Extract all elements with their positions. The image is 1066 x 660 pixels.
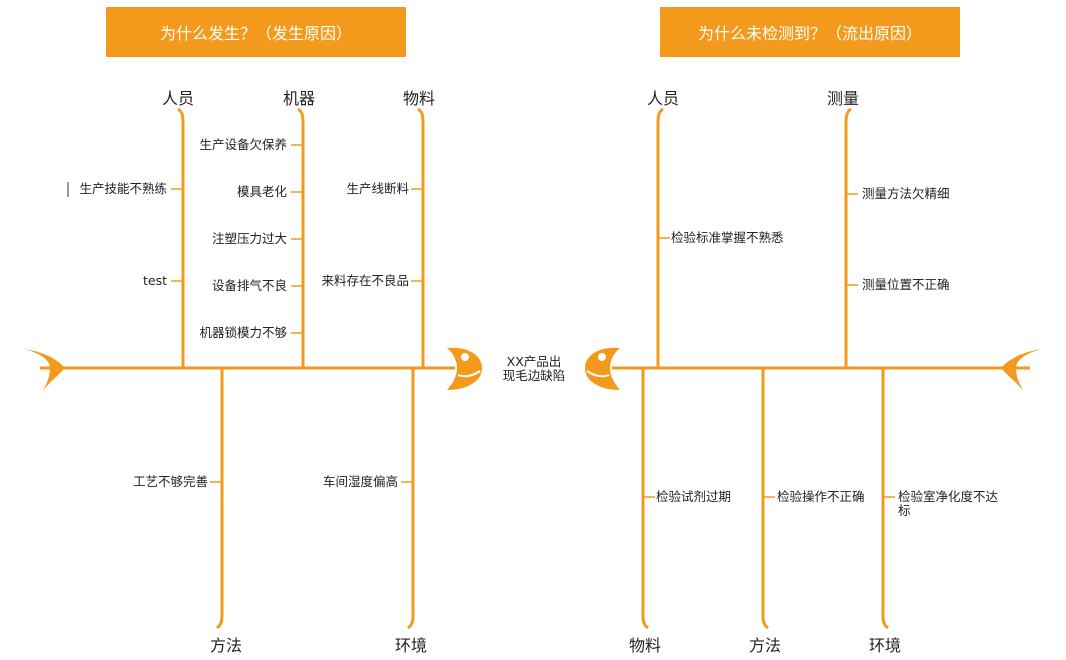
cause-label[interactable]: 机器锁模力不够 xyxy=(199,325,287,340)
category-left-bottom-2[interactable]: 环境 xyxy=(394,636,428,655)
problem-statement[interactable]: XX产品出 现毛边缺陷 xyxy=(489,355,579,383)
bone-right-bottom-3 xyxy=(881,368,889,630)
bone-left-bottom-2 xyxy=(407,368,415,630)
cause-label[interactable]: 设备排气不良 xyxy=(211,278,287,293)
category-left-bottom-1[interactable]: 方法 xyxy=(209,636,243,655)
category-left-top-3[interactable]: 物料 xyxy=(402,89,436,108)
right-header-banner: 为什么未检测到？（流出原因） xyxy=(660,7,960,57)
cause-label[interactable]: 注塑压力过大 xyxy=(211,231,287,246)
category-right-top-2[interactable]: 测量 xyxy=(826,89,860,108)
problem-line-1: XX产品出 xyxy=(506,354,562,369)
cause-label[interactable]: 检验试剂过期 xyxy=(656,489,732,504)
bone-left-bottom-1 xyxy=(216,368,224,630)
cause-label[interactable]: 检验室净化度不达标 xyxy=(898,489,999,518)
category-right-bottom-1[interactable]: 物料 xyxy=(628,636,662,655)
bone-left-top-1 xyxy=(177,107,185,368)
bone-left-top-3 xyxy=(417,107,425,368)
category-left-top-2[interactable]: 机器 xyxy=(282,89,316,108)
left-fish-mouth xyxy=(457,370,481,378)
category-right-top-1[interactable]: 人员 xyxy=(646,89,680,108)
left-tail xyxy=(24,349,65,395)
problem-line-2: 现毛边缺陷 xyxy=(502,368,566,383)
cause-label[interactable]: 来料存在不良品 xyxy=(321,273,409,288)
cause-label[interactable]: 生产设备欠保养 xyxy=(199,137,287,152)
left-fish-eye xyxy=(461,353,469,361)
left-header-banner: 为什么发生？（发生原因） xyxy=(106,7,406,57)
cause-label[interactable]: 模具老化 xyxy=(236,184,287,199)
cause-label[interactable]: 生产技能不熟练 xyxy=(79,181,167,196)
left-fish-head xyxy=(447,347,482,390)
bone-right-top-1 xyxy=(656,107,664,368)
category-left-top-1[interactable]: 人员 xyxy=(161,89,195,108)
bone-left-top-2 xyxy=(297,107,305,368)
bone-right-bottom-2 xyxy=(761,368,769,630)
cause-label[interactable]: 生产线断料 xyxy=(346,181,409,196)
cause-label[interactable]: 检验标准掌握不熟悉 xyxy=(671,230,784,245)
bone-right-bottom-1 xyxy=(641,368,649,630)
cause-label[interactable]: 测量方法欠精细 xyxy=(862,186,950,201)
right-tail xyxy=(1001,349,1042,395)
cause-label[interactable]: 测量位置不正确 xyxy=(862,277,950,292)
cause-ticks xyxy=(171,144,895,498)
cause-label[interactable]: 检验操作不正确 xyxy=(777,489,865,504)
right-fish-head xyxy=(585,347,620,390)
cause-label[interactable]: 工艺不够完善 xyxy=(132,474,208,489)
bone-right-top-2 xyxy=(844,107,852,368)
cause-label[interactable]: 车间湿度偏高 xyxy=(322,474,398,489)
right-fish-eye xyxy=(598,353,606,361)
category-right-bottom-2[interactable]: 方法 xyxy=(748,636,782,655)
right-fish-mouth xyxy=(586,370,610,378)
cause-label[interactable]: test xyxy=(142,273,167,288)
category-right-bottom-3[interactable]: 环境 xyxy=(868,636,902,655)
